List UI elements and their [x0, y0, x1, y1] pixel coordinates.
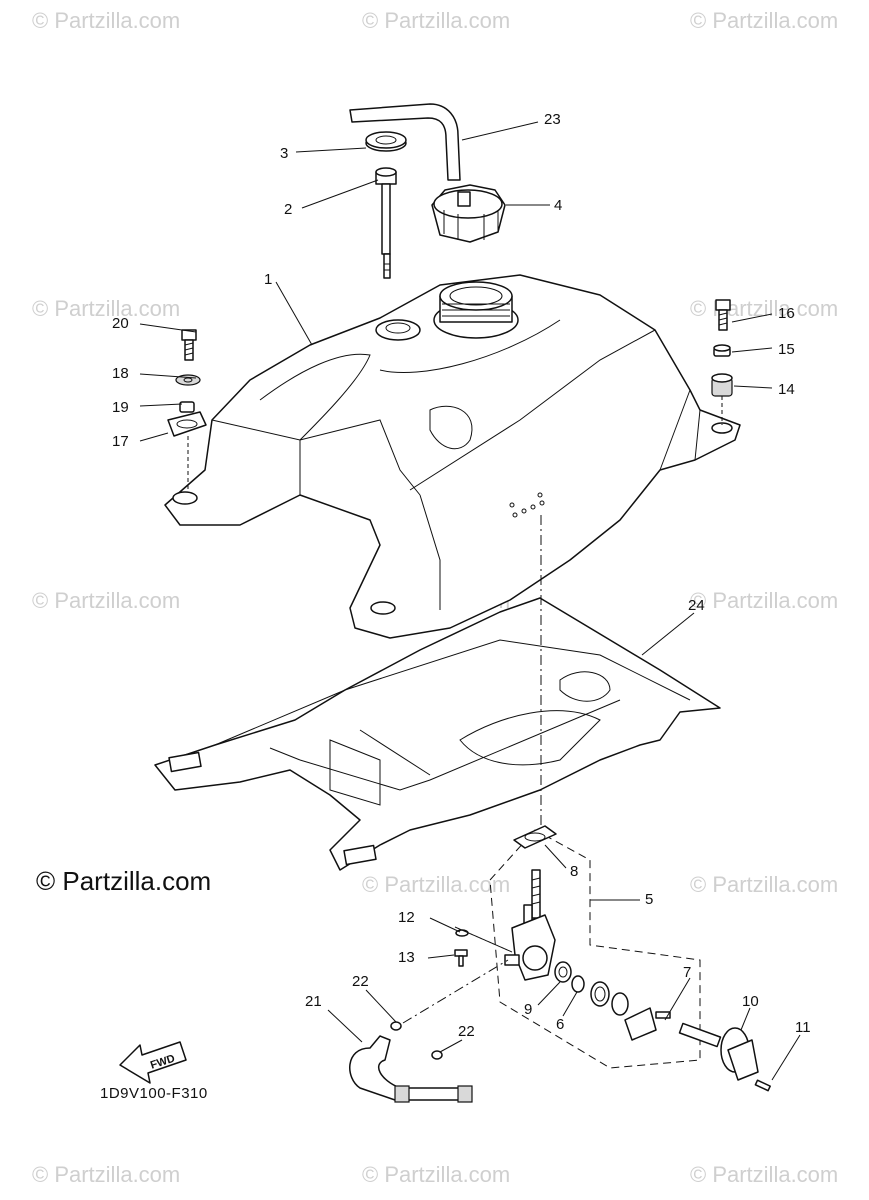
fuel-hose	[349, 959, 509, 1103]
callout-7: 7	[683, 964, 691, 981]
callout-1: 1	[264, 271, 272, 288]
callout-4: 4	[554, 197, 562, 214]
callout-14: 14	[778, 381, 795, 398]
callout-22b: 22	[458, 1023, 475, 1040]
watermark: © Partzilla.com	[362, 1162, 511, 1187]
callout-20: 20	[112, 315, 129, 332]
callout-17: 17	[112, 433, 129, 450]
watermark: © Partzilla.com	[690, 1162, 839, 1187]
copyright-notice: © Partzilla.com	[36, 866, 212, 896]
drawing-code: 1D9V100-F310	[100, 1085, 208, 1102]
callout-15: 15	[778, 341, 795, 358]
watermark: © Partzilla.com	[690, 296, 839, 321]
callout-23: 23	[544, 111, 561, 128]
watermark: © Partzilla.com	[32, 588, 181, 613]
watermark: © Partzilla.com	[362, 872, 511, 897]
left-mount-parts	[167, 329, 207, 490]
fuel-gauge	[365, 131, 407, 279]
fuel-tank-cap	[431, 184, 506, 243]
watermark: © Partzilla.com	[32, 1162, 181, 1187]
callout-labels: 1 2 3 4 5 6 7 8 9 10 11 12 13 14 15 16 1…	[112, 111, 811, 1040]
callout-19: 19	[112, 399, 129, 416]
callout-13: 13	[398, 949, 415, 966]
callout-6: 6	[556, 1016, 564, 1033]
callout-11: 11	[795, 1019, 811, 1036]
callout-21: 21	[305, 993, 322, 1010]
watermark: © Partzilla.com	[690, 588, 839, 613]
breather-hose	[349, 103, 461, 181]
watermark: © Partzilla.com	[32, 8, 181, 33]
callout-16: 16	[778, 305, 795, 322]
watermark: © Partzilla.com	[362, 8, 511, 33]
leader-lines	[139, 121, 801, 1081]
right-mount-parts	[711, 299, 733, 425]
callout-22a: 22	[352, 973, 369, 990]
callout-8: 8	[570, 863, 578, 880]
forward-direction-arrow: FWD	[119, 1041, 187, 1084]
callout-18: 18	[112, 365, 129, 382]
callout-24: 24	[688, 597, 705, 614]
fuel-tank	[164, 274, 741, 639]
callout-10: 10	[742, 993, 759, 1010]
callout-5: 5	[645, 891, 653, 908]
tank-under-panel	[154, 597, 721, 871]
watermark: © Partzilla.com	[32, 296, 181, 321]
fuel-cock-assembly	[454, 825, 771, 1092]
callout-9: 9	[524, 1001, 532, 1018]
callout-12: 12	[398, 909, 415, 926]
callout-3: 3	[280, 145, 288, 162]
watermark: © Partzilla.com	[690, 8, 839, 33]
watermark: © Partzilla.com	[690, 872, 839, 897]
callout-2: 2	[284, 201, 292, 218]
